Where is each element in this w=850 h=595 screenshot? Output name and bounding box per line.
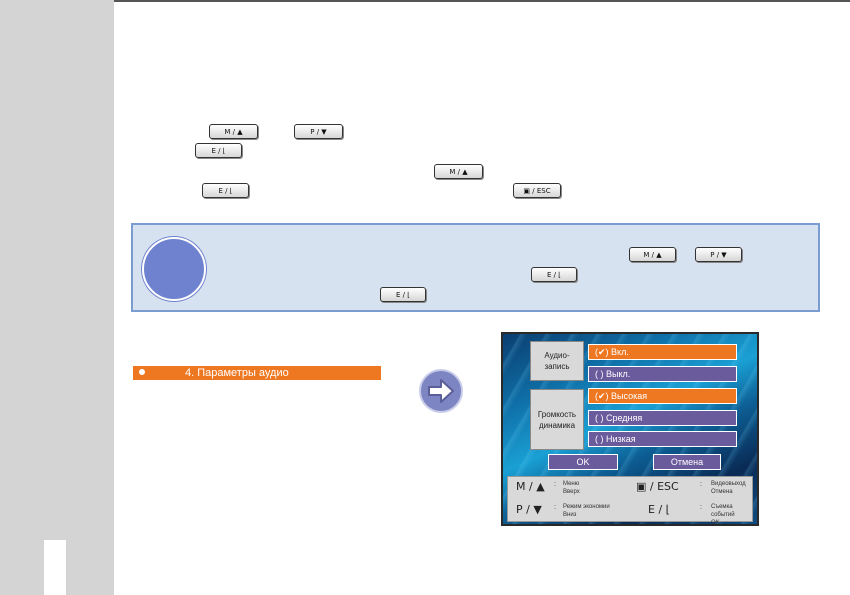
bullet-icon: [139, 369, 145, 375]
top-rule: [114, 0, 850, 2]
speaker-volume-group: Громкость динамика: [530, 389, 584, 450]
ok-button[interactable]: OK: [548, 454, 618, 470]
page-tab-marker: [44, 540, 66, 595]
key-p-down: P / ▼: [294, 124, 343, 139]
legend-text: Видеовыход Отмена: [711, 481, 746, 495]
legend-text: Съемка событий OK: [711, 504, 735, 526]
key-e-enter: E / ⌊: [195, 143, 242, 158]
cancel-button[interactable]: Отмена: [653, 454, 721, 470]
section-heading: 4. Параметры аудио: [133, 366, 381, 380]
key-video-esc: ▣ / ESC: [513, 183, 561, 198]
key-e-enter: E / ⌊: [531, 267, 577, 282]
audio-recording-group: Аудио- запись: [530, 341, 584, 381]
legend-separator: :: [700, 481, 702, 488]
legend-separator: :: [700, 504, 702, 511]
legend-text: Режим экономии Вниз: [563, 504, 610, 518]
legend-separator: :: [554, 481, 556, 488]
legend-key: M / ▲: [516, 480, 545, 493]
option-volume-low[interactable]: ( ) Низкая: [588, 431, 737, 447]
note-box: M / ▲ P / ▼ E / ⌊ E / ⌊: [131, 223, 820, 312]
key-p-down: P / ▼: [695, 247, 742, 262]
audio-settings-screen: Аудио- запись Громкость динамика (✔) Вкл…: [501, 332, 759, 526]
key-m-up: M / ▲: [629, 247, 676, 262]
option-audio-on[interactable]: (✔) Вкл.: [588, 344, 737, 360]
key-m-up: M / ▲: [434, 164, 483, 179]
legend-text: Меню Вверх: [563, 481, 580, 495]
key-m-up: M / ▲: [209, 124, 258, 139]
section-title: 4. Параметры аудио: [185, 367, 289, 379]
key-e-enter: E / ⌊: [202, 183, 249, 198]
key-legend: M / ▲ : Меню Вверх ▣ / ESC : Видеовыход …: [507, 476, 753, 524]
legend-separator: :: [554, 504, 556, 511]
option-audio-off[interactable]: ( ) Выкл.: [588, 366, 737, 382]
left-sidebar: [0, 0, 114, 595]
option-volume-medium[interactable]: ( ) Средняя: [588, 410, 737, 426]
note-icon: [142, 237, 206, 301]
legend-key: P / ▼: [516, 503, 542, 516]
key-e-enter: E / ⌊: [380, 287, 426, 302]
option-volume-high[interactable]: (✔) Высокая: [588, 388, 737, 404]
legend-key: E / ⌊: [648, 503, 670, 516]
legend-key: ▣ / ESC: [636, 480, 679, 493]
right-arrow-icon: [419, 369, 463, 413]
